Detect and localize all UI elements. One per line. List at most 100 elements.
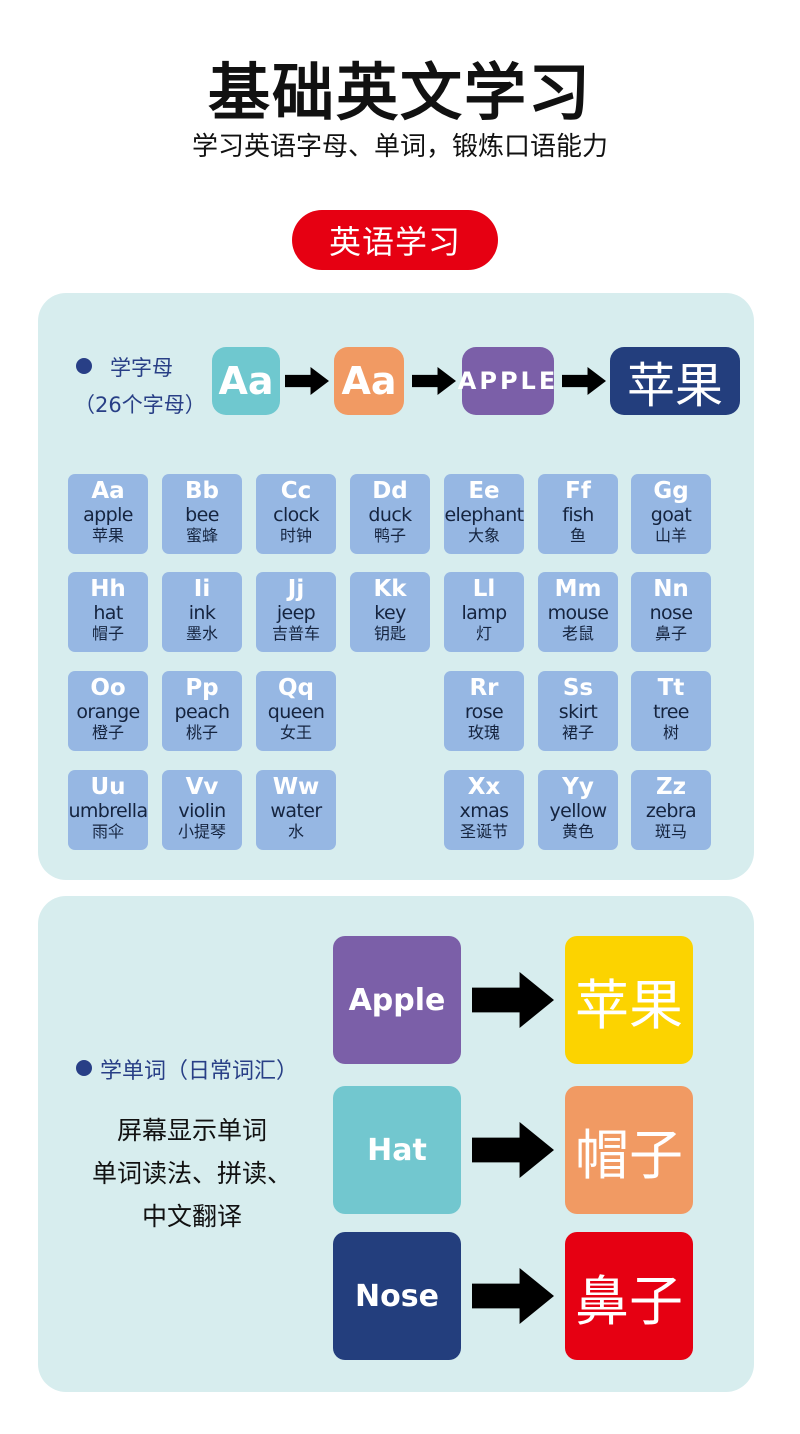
card-translation: 圣诞节 bbox=[459, 822, 508, 841]
arrow-right-icon bbox=[562, 367, 606, 395]
card-letter: Yy bbox=[562, 774, 594, 800]
card-letter: Ff bbox=[565, 478, 591, 504]
card-translation: 雨伞 bbox=[91, 822, 124, 841]
letters-label: 学字母 bbox=[110, 356, 173, 380]
card-translation: 时钟 bbox=[279, 526, 312, 545]
card-word: yellow bbox=[549, 800, 607, 822]
card-translation: 吉普车 bbox=[271, 624, 320, 643]
card-translation: 灯 bbox=[475, 624, 492, 643]
card-letter: Zz bbox=[655, 774, 687, 800]
card-word: queen bbox=[267, 701, 325, 723]
card-letter: Oo bbox=[90, 675, 126, 701]
card-translation: 橙子 bbox=[91, 723, 124, 742]
card-letter: Dd bbox=[372, 478, 408, 504]
card-letter: Gg bbox=[653, 478, 689, 504]
card-word: jeep bbox=[276, 602, 316, 624]
arrow-right-icon bbox=[472, 1122, 554, 1178]
card-letter: Cc bbox=[280, 478, 312, 504]
card-word: fish bbox=[562, 504, 594, 526]
card-word: peach bbox=[174, 701, 230, 723]
letters-sublabel: （26个字母） bbox=[74, 393, 206, 417]
card-translation: 墨水 bbox=[185, 624, 218, 643]
card-translation: 女王 bbox=[279, 723, 312, 742]
card-word: lamp bbox=[461, 602, 507, 624]
card-letter: Ll bbox=[472, 576, 496, 602]
card-translation: 帽子 bbox=[91, 624, 124, 643]
card-word: bee bbox=[185, 504, 219, 526]
card-translation: 鸭子 bbox=[373, 526, 406, 545]
card-word: nose bbox=[649, 602, 693, 624]
card-translation: 大象 bbox=[467, 526, 500, 545]
card-translation: 黄色 bbox=[561, 822, 594, 841]
card-letter: Rr bbox=[469, 675, 499, 701]
card-word: skirt bbox=[558, 701, 598, 723]
card-letter: Hh bbox=[90, 576, 126, 602]
card-word: key bbox=[374, 602, 406, 624]
card-letter: Jj bbox=[287, 576, 305, 602]
card-translation: 钥匙 bbox=[373, 624, 406, 643]
bullet-dot-icon bbox=[76, 1060, 92, 1076]
card-translation: 水 bbox=[287, 822, 304, 841]
card-letter: Ss bbox=[562, 675, 594, 701]
card-word: apple bbox=[83, 504, 133, 526]
card-word: rose bbox=[464, 701, 504, 723]
card-translation: 蜜蜂 bbox=[185, 526, 218, 545]
bullet-dot-icon bbox=[76, 358, 92, 374]
card-letter: Xx bbox=[467, 774, 501, 800]
chinese-translation-box: 鼻子 bbox=[565, 1232, 693, 1360]
arrow-right-icon bbox=[472, 1268, 554, 1324]
card-word: hat bbox=[93, 602, 123, 624]
card-letter: Aa bbox=[91, 478, 125, 504]
card-word: duck bbox=[368, 504, 412, 526]
english-word-box: Hat bbox=[333, 1086, 461, 1214]
flow-letter-box: Aa bbox=[212, 347, 280, 415]
card-translation: 树 bbox=[662, 723, 679, 742]
card-letter: Ee bbox=[468, 478, 500, 504]
card-word: tree bbox=[653, 701, 689, 723]
card-translation: 裙子 bbox=[561, 723, 594, 742]
card-word: goat bbox=[650, 504, 692, 526]
card-translation: 斑马 bbox=[654, 822, 687, 841]
card-translation: 鱼 bbox=[569, 526, 586, 545]
card-translation: 老鼠 bbox=[561, 624, 594, 643]
card-translation: 山羊 bbox=[654, 526, 687, 545]
card-word: ink bbox=[188, 602, 216, 624]
card-letter: Mm bbox=[554, 576, 602, 602]
card-letter: Ww bbox=[272, 774, 320, 800]
card-letter: Kk bbox=[373, 576, 407, 602]
words-label: 学单词（日常词汇） bbox=[100, 1059, 299, 1084]
card-letter: Nn bbox=[653, 576, 689, 602]
english-word-box: Apple bbox=[333, 936, 461, 1064]
card-word: umbrella bbox=[68, 800, 148, 822]
card-word: violin bbox=[178, 800, 226, 822]
card-letter: Bb bbox=[185, 478, 219, 504]
chinese-translation-box: 苹果 bbox=[565, 936, 693, 1064]
card-letter: Vv bbox=[185, 774, 219, 800]
card-word: clock bbox=[273, 504, 319, 526]
card-word: water bbox=[270, 800, 322, 822]
card-letter: Uu bbox=[90, 774, 126, 800]
english-word-box: Nose bbox=[333, 1232, 461, 1360]
card-word: elephant bbox=[444, 504, 524, 526]
chinese-translation-box: 帽子 bbox=[565, 1086, 693, 1214]
